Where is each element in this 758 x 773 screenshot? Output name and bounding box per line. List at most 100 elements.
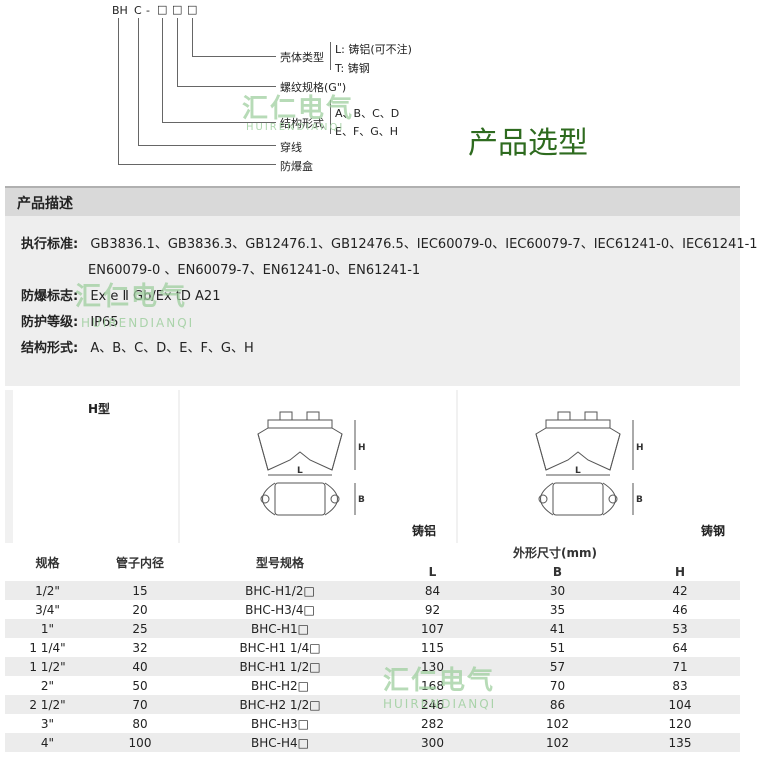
cell-b: 102 bbox=[495, 733, 620, 752]
cell-inner-dia: 40 bbox=[90, 657, 190, 676]
cell-model: BHC-H1/2□ bbox=[190, 581, 370, 600]
standard-row: 执行标准: GB3836.1、GB3836.3、GB12476.1、GB1247… bbox=[21, 233, 758, 252]
watermark: 汇仁电气 bbox=[75, 282, 188, 312]
standard-row-cont: EN60079-0 、EN60079-7、EN61241-0、EN61241-1 bbox=[88, 259, 420, 278]
description-box: 执行标准: GB3836.1、GB3836.3、GB12476.1、GB1247… bbox=[5, 216, 758, 386]
bracket bbox=[330, 42, 331, 70]
cell-h: 46 bbox=[620, 600, 740, 619]
code-prefix: BH bbox=[112, 4, 128, 17]
cell-size: 1/2" bbox=[5, 581, 90, 600]
cell-inner-dia: 80 bbox=[90, 714, 190, 733]
leader-line bbox=[177, 18, 178, 86]
cell-model: BHC-H1 1/2□ bbox=[190, 657, 370, 676]
cell-h: 120 bbox=[620, 714, 740, 733]
cell-inner-dia: 32 bbox=[90, 638, 190, 657]
cell-model: BHC-H1 1/4□ bbox=[190, 638, 370, 657]
cell-l: 168 bbox=[370, 676, 495, 695]
watermark: HUIRENDIANQI bbox=[81, 316, 195, 330]
cell-l: 282 bbox=[370, 714, 495, 733]
cell-size: 2 1/2" bbox=[5, 695, 90, 714]
code-box-1: □ bbox=[157, 3, 168, 16]
leader-line bbox=[138, 145, 276, 146]
col-header-size: 规格 bbox=[5, 543, 90, 581]
row-label: 结构形式: bbox=[21, 341, 79, 356]
cell-h: 83 bbox=[620, 676, 740, 695]
cell-b: 35 bbox=[495, 600, 620, 619]
leader-line bbox=[118, 164, 276, 165]
cell-h: 42 bbox=[620, 581, 740, 600]
col-header-h: H bbox=[620, 562, 740, 581]
col-header-l: L bbox=[370, 562, 495, 581]
h-type-drawing: H L B bbox=[257, 411, 366, 516]
row-value: IP65 bbox=[90, 315, 119, 330]
description-header: 产品描述 bbox=[5, 186, 740, 216]
cell-h: 71 bbox=[620, 657, 740, 676]
watermark: HUIRENDIANQI bbox=[246, 122, 345, 133]
col-header-inner-dia: 管子内径 bbox=[90, 543, 190, 581]
row-value: A、B、C、D、E、F、G、H bbox=[90, 341, 254, 356]
cell-model: BHC-H3/4□ bbox=[190, 600, 370, 619]
type-label: H型 bbox=[88, 402, 111, 416]
col-header-model: 型号规格 bbox=[190, 543, 370, 581]
cell-l: 300 bbox=[370, 733, 495, 752]
cell-l: 130 bbox=[370, 657, 495, 676]
shell-type-option: L: 铸铝(可不注) bbox=[335, 43, 412, 56]
h-type-drawing: H L B bbox=[535, 411, 644, 516]
code-c: C bbox=[134, 4, 142, 17]
leader-line bbox=[162, 122, 276, 123]
row-label: 防护等级: bbox=[21, 315, 79, 330]
cell-b: 70 bbox=[495, 676, 620, 695]
cell-inner-dia: 25 bbox=[90, 619, 190, 638]
shell-type-option: T: 铸钢 bbox=[335, 62, 370, 75]
cell-size: 3/4" bbox=[5, 600, 90, 619]
cell-size: 1" bbox=[5, 619, 90, 638]
leader-line bbox=[192, 18, 193, 56]
leader-line bbox=[162, 18, 163, 122]
cell-l: 92 bbox=[370, 600, 495, 619]
watermark: 汇仁电气 bbox=[242, 94, 355, 124]
cell-b: 57 bbox=[495, 657, 620, 676]
thread-spec-label: 螺纹规格(G") bbox=[280, 81, 347, 94]
leader-line bbox=[177, 86, 276, 87]
cell-size: 4" bbox=[5, 733, 90, 752]
watermark: 汇仁电气 bbox=[383, 666, 496, 696]
cast-steel-figure: H L B 铸钢 bbox=[458, 390, 740, 543]
cell-size: 2" bbox=[5, 676, 90, 695]
explosion-box-label: 防爆盒 bbox=[280, 160, 313, 173]
structure-option: E、F、G、H bbox=[335, 125, 399, 138]
col-header-dimensions: 外形尺寸(mm) bbox=[370, 543, 740, 562]
row-value: Ex e Ⅱ Gb/Ex tD A21 bbox=[90, 289, 221, 304]
type-cell: H型 bbox=[13, 390, 178, 543]
figure-panel: H型 H L B 铸铝 bbox=[5, 390, 740, 543]
cell-inner-dia: 20 bbox=[90, 600, 190, 619]
cell-b: 30 bbox=[495, 581, 620, 600]
cell-size: 3" bbox=[5, 714, 90, 733]
cell-inner-dia: 15 bbox=[90, 581, 190, 600]
leader-line bbox=[118, 18, 119, 164]
row-value: EN60079-0 、EN60079-7、EN61241-0、EN61241-1 bbox=[88, 263, 421, 278]
code-dash: - bbox=[146, 4, 150, 17]
cell-h: 64 bbox=[620, 638, 740, 657]
row-label: 执行标准: bbox=[21, 237, 79, 252]
protection-row: 防护等级: IP65 bbox=[21, 311, 119, 330]
code-box-2: □ bbox=[172, 3, 183, 16]
cell-b: 102 bbox=[495, 714, 620, 733]
caption-aluminum: 铸铝 bbox=[412, 524, 437, 538]
dim-h: H bbox=[358, 443, 366, 453]
dim-l: L bbox=[575, 466, 581, 476]
leader-line bbox=[138, 18, 139, 145]
col-header-b: B bbox=[495, 562, 620, 581]
cell-b: 86 bbox=[495, 695, 620, 714]
watermark: HUIRENDIANQI bbox=[383, 697, 497, 711]
cast-aluminum-figure: H L B 铸铝 bbox=[180, 390, 456, 543]
cell-inner-dia: 70 bbox=[90, 695, 190, 714]
dim-l: L bbox=[297, 466, 303, 476]
cell-l: 115 bbox=[370, 638, 495, 657]
structure-row: 结构形式: A、B、C、D、E、F、G、H bbox=[21, 337, 254, 356]
structure-label: 结构形式 bbox=[280, 117, 324, 130]
